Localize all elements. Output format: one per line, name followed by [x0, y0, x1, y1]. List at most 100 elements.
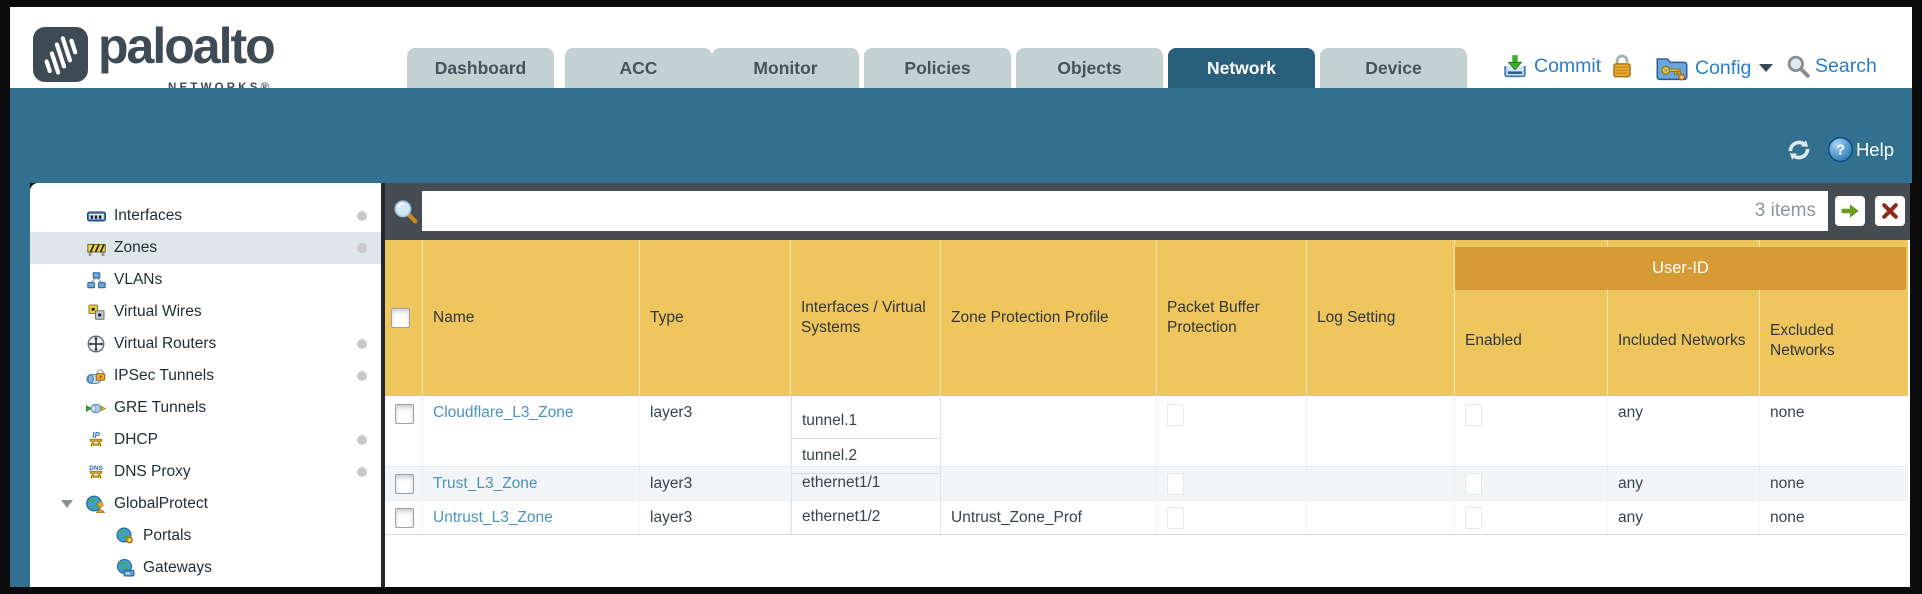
apply-filter-button[interactable] [1835, 196, 1865, 226]
arrow-right-icon [1840, 202, 1860, 220]
left-accent-strip [10, 183, 30, 587]
help-label: Help [1855, 138, 1894, 160]
sidebar-item-vlans[interactable]: VLANs [30, 264, 381, 296]
packet-buffer-checkbox[interactable] [1167, 506, 1184, 529]
sidebar-item-label: Gateways [143, 559, 212, 576]
table-row[interactable]: Untrust_L3_Zone layer3 ethernet1/2 Untru… [385, 501, 1908, 535]
zone-interfaces-cell: tunnel.1 tunnel.2 [791, 396, 941, 474]
main-content: 3 items Name Type Interfaces [385, 183, 1910, 587]
config-button[interactable]: Config [1655, 53, 1774, 83]
row-checkbox[interactable] [395, 507, 414, 528]
expander-down-icon[interactable] [61, 500, 73, 508]
tab-acc[interactable]: ACC [565, 48, 712, 88]
zone-name-link[interactable]: Cloudflare_L3_Zone [433, 404, 574, 421]
enabled-checkbox[interactable] [1465, 404, 1482, 426]
network-sidebar: Interfaces Zones VLANs Virtual Wires Vir… [30, 183, 381, 587]
config-label: Config [1695, 56, 1752, 79]
dhcp-icon: IP [85, 431, 107, 449]
tab-device[interactable]: Device [1320, 48, 1467, 88]
column-header-type[interactable]: Type [640, 240, 791, 396]
tab-network[interactable]: Network [1168, 48, 1315, 88]
row-checkbox[interactable] [395, 404, 414, 424]
zone-protection-cell [941, 467, 1157, 500]
sidebar-item-zones[interactable]: Zones [30, 232, 381, 264]
virtual-wires-icon [85, 304, 107, 321]
filter-input[interactable] [422, 191, 1755, 231]
items-count: 3 items [1754, 200, 1816, 221]
column-header-zone-protection-profile[interactable]: Zone Protection Profile [941, 240, 1157, 396]
sidebar-item-virtual-wires[interactable]: Virtual Wires [30, 296, 381, 328]
search-icon [1785, 53, 1811, 79]
clear-filter-button[interactable] [1875, 196, 1905, 226]
refresh-icon[interactable] [1785, 137, 1813, 163]
sidebar-item-portals[interactable]: Portals [30, 520, 381, 552]
table-row[interactable]: Cloudflare_L3_Zone layer3 tunnel.1 tunne… [385, 396, 1908, 474]
globalprotect-icon [85, 495, 107, 513]
column-header-enabled[interactable]: Enabled [1455, 240, 1608, 396]
excluded-networks-cell: none [1770, 404, 1805, 421]
column-header-name[interactable]: Name [423, 240, 640, 396]
enabled-checkbox[interactable] [1465, 472, 1482, 495]
column-header-interfaces[interactable]: Interfaces / Virtual Systems [791, 240, 941, 396]
zone-type-cell: layer3 [640, 501, 791, 534]
sidebar-item-label: Virtual Routers [114, 335, 217, 352]
log-setting-cell [1307, 467, 1455, 500]
commit-button[interactable]: Commit [1502, 53, 1601, 79]
portals-icon [114, 527, 136, 545]
status-dot [357, 371, 367, 381]
virtual-routers-icon [85, 335, 107, 353]
sidebar-item-gateways[interactable]: Gateways [30, 552, 381, 584]
zone-type-cell: layer3 [640, 396, 791, 466]
config-icon [1655, 53, 1689, 83]
sidebar-item-globalprotect[interactable]: GlobalProtect [30, 488, 381, 520]
sidebar-item-label: Zones [114, 239, 158, 256]
log-setting-cell [1307, 501, 1455, 534]
lock-icon [1608, 52, 1636, 80]
sidebar-item-label: Virtual Wires [114, 303, 202, 320]
table-row[interactable]: Trust_L3_Zone layer3 ethernet1/1 any non… [385, 467, 1908, 501]
zone-name-link[interactable]: Untrust_L3_Zone [433, 508, 553, 526]
included-networks-cell: any [1608, 501, 1760, 534]
filter-bar: 3 items [385, 183, 1910, 240]
enabled-checkbox[interactable] [1465, 506, 1482, 529]
gateways-icon [114, 559, 136, 577]
sidebar-item-ipsec-tunnels[interactable]: IPSec Tunnels [30, 360, 381, 392]
status-dot [357, 339, 367, 349]
sidebar-item-label: IPSec Tunnels [114, 367, 214, 384]
help-button[interactable]: ? Help [1827, 136, 1894, 163]
column-header-packet-buffer-protection[interactable]: Packet Buffer Protection [1157, 240, 1307, 396]
svg-text:IP: IP [92, 431, 100, 440]
sidebar-item-label: GRE Tunnels [114, 399, 207, 416]
utility-band: ? Help [10, 88, 1912, 183]
search-button[interactable]: Search [1785, 53, 1877, 79]
sidebar-item-dns-proxy[interactable]: DNS DNS Proxy [30, 456, 381, 488]
column-header-excluded-networks[interactable]: Excluded Networks [1770, 322, 1835, 359]
sidebar-item-label: VLANs [114, 271, 163, 288]
lock-button[interactable] [1608, 52, 1636, 80]
tab-objects[interactable]: Objects [1016, 48, 1163, 88]
row-checkbox[interactable] [395, 473, 414, 494]
interface-subcell: ethernet1/1 [802, 474, 881, 491]
table-header: Name Type Interfaces / Virtual Systems Z… [385, 240, 1908, 396]
sidebar-item-dhcp[interactable]: IP DHCP [30, 424, 381, 456]
sidebar-item-interfaces[interactable]: Interfaces [30, 200, 381, 232]
column-header-included-networks[interactable]: Included Networks [1608, 240, 1760, 396]
top-header: paloalto NETWORKS® Dashboard ACC Monitor… [10, 7, 1912, 94]
tab-dashboard[interactable]: Dashboard [407, 48, 554, 88]
zone-type-cell: layer3 [640, 467, 791, 500]
sidebar-item-gre-tunnels[interactable]: GRE Tunnels [30, 392, 381, 424]
zones-table: Name Type Interfaces / Virtual Systems Z… [385, 240, 1908, 535]
help-icon: ? [1827, 136, 1854, 163]
select-all-checkbox[interactable] [391, 308, 410, 328]
tab-monitor[interactable]: Monitor [712, 48, 859, 88]
log-setting-cell [1307, 396, 1455, 466]
tab-policies[interactable]: Policies [864, 48, 1011, 88]
zone-name-link[interactable]: Trust_L3_Zone [433, 474, 538, 492]
sidebar-item-virtual-routers[interactable]: Virtual Routers [30, 328, 381, 360]
close-x-icon [1881, 202, 1899, 220]
packet-buffer-checkbox[interactable] [1167, 404, 1184, 426]
column-header-log-setting[interactable]: Log Setting [1307, 240, 1455, 396]
zone-protection-cell [941, 396, 1157, 466]
packet-buffer-checkbox[interactable] [1167, 472, 1184, 495]
